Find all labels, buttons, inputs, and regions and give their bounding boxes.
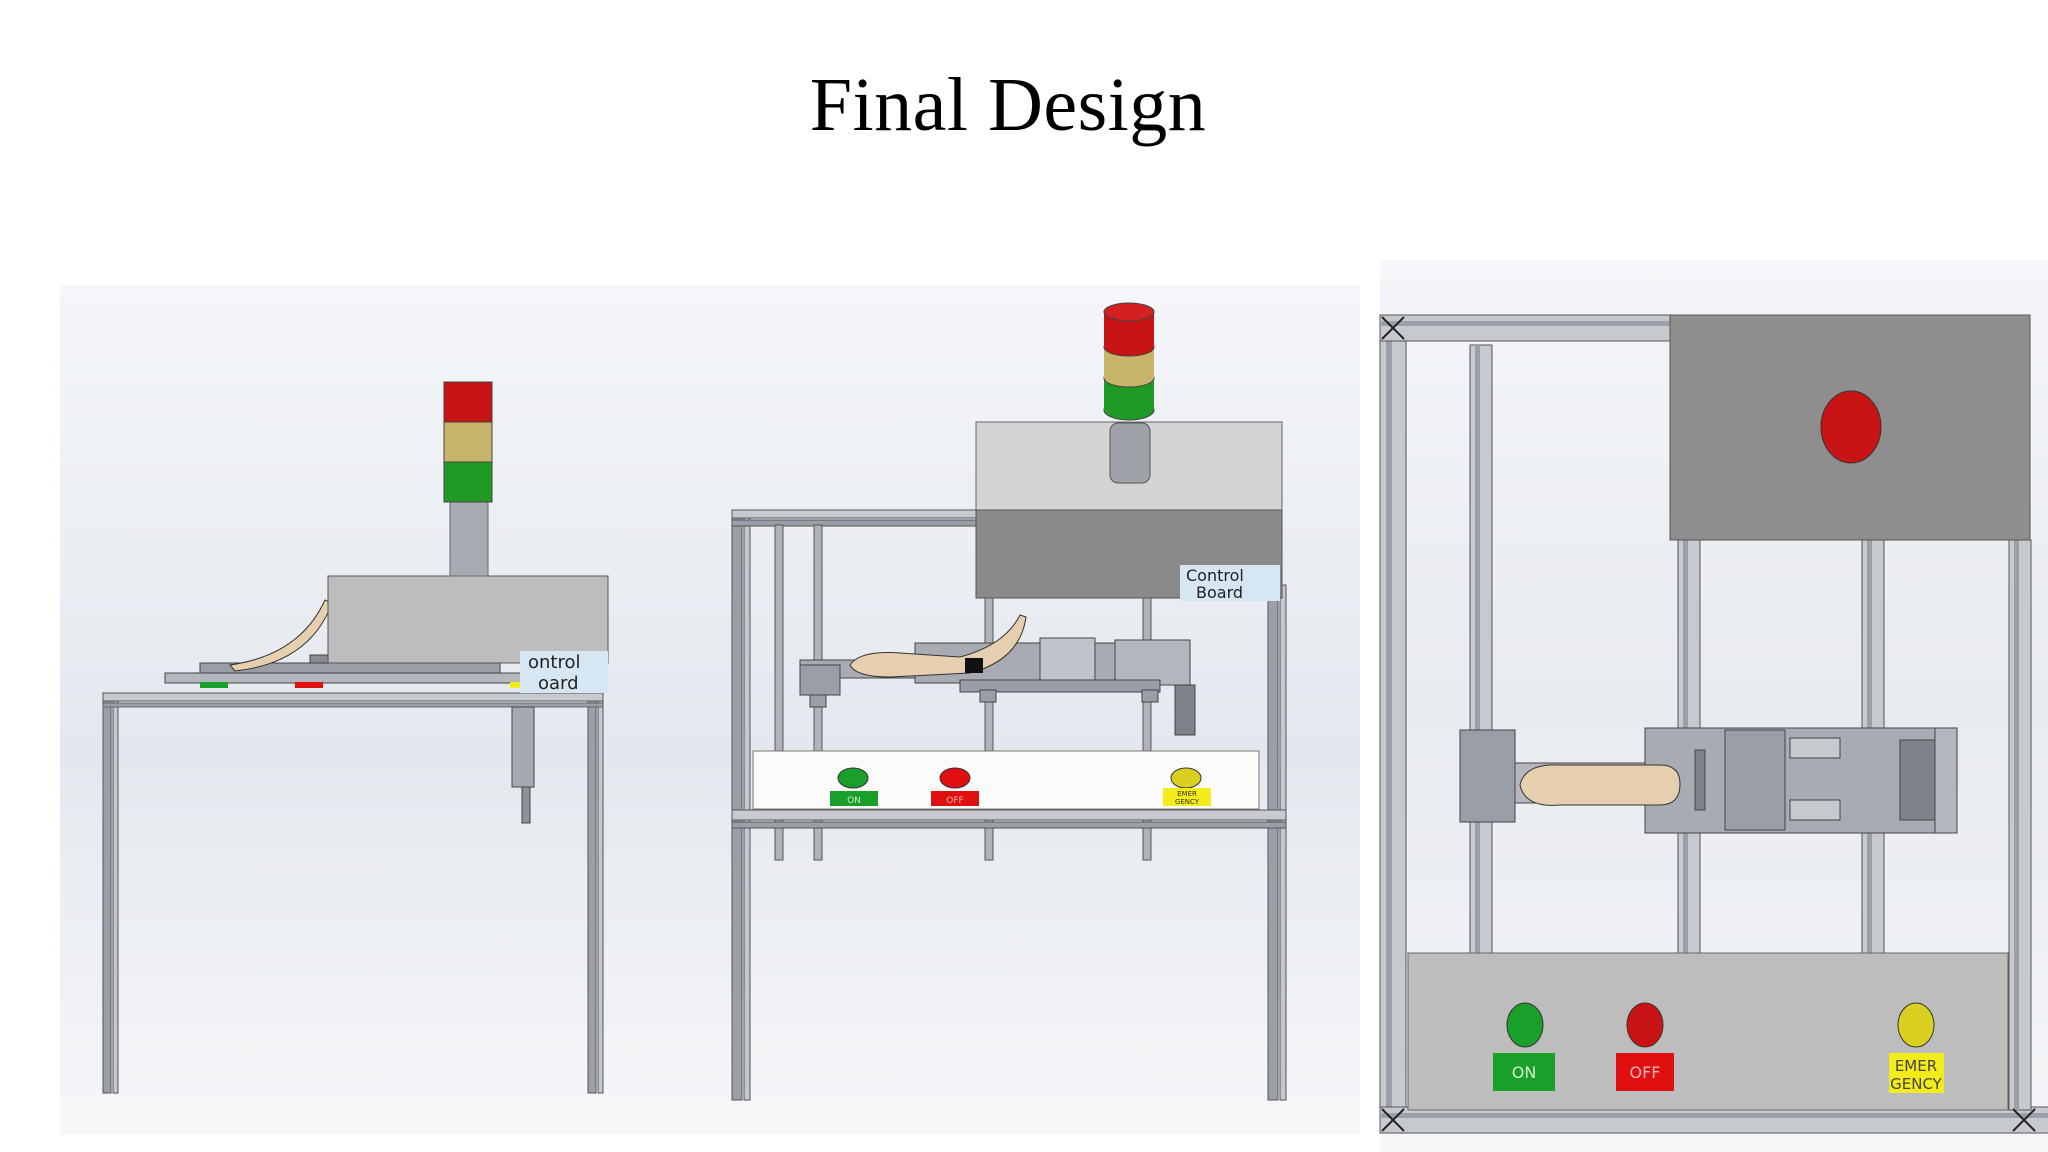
emergency-label-line2: GENCY [1890,1075,1943,1093]
insole-part [1519,764,1681,806]
on-button [1506,1002,1544,1048]
off-label-plate [1616,1053,1674,1091]
side-view-panel: ontrol oard [60,285,660,1135]
off-button [1626,1002,1664,1048]
emergency-label-line1: EMER [1177,790,1197,798]
on-label: ON [1512,1063,1537,1082]
control-board-label [520,651,608,693]
emergency-label-line1: EMER [1895,1057,1937,1075]
off-label: OFF [1630,1063,1661,1082]
actuator-cylinder [511,706,535,824]
emergency-label-line2: GENCY [1175,798,1200,806]
emergency-label-plate [1163,788,1211,806]
slide-title: Final Design [809,63,1207,147]
tower-pole [449,501,489,577]
emergency-button [1170,767,1202,789]
off-label-plate [931,791,979,806]
front-view-drawing: Control Board ON OFF EM [660,285,1360,1135]
control-box [327,575,609,664]
side-view-drawing: ontrol oard [60,285,660,1135]
control-board-label-line1: Control [1186,566,1244,585]
on-label-plate [1493,1053,1555,1091]
on-label-plate [830,791,878,806]
control-board-label-line2: oard [538,673,579,694]
top-view-drawing: ON OFF EMER GENCY [1379,260,2048,1152]
front-view-panel: Control Board ON OFF EM [660,285,1360,1135]
on-button-side [200,682,228,688]
viewport-background [660,285,1360,1135]
tower-light-top [1820,390,1882,464]
tower-light-red [443,381,493,423]
control-board-label-line1: ontrol [528,652,581,673]
control-board-label [1180,565,1280,601]
control-board-label-line2: Board [1196,583,1243,602]
on-button [837,767,869,789]
viewport-background [60,285,660,1135]
status-tower-light [443,381,493,577]
insole-clamp [965,658,983,673]
emergency-button [1897,1002,1935,1048]
off-label: OFF [946,796,963,806]
off-button-side [295,682,323,688]
emergency-label-plate [1889,1053,1944,1093]
off-button [939,767,971,789]
on-label: ON [847,796,861,806]
tower-pole [1109,422,1151,484]
status-tower-light [1103,302,1155,484]
tower-light-green [443,461,493,503]
top-view-panel: ON OFF EMER GENCY [1360,260,2048,1152]
tower-light-amber [443,421,493,463]
